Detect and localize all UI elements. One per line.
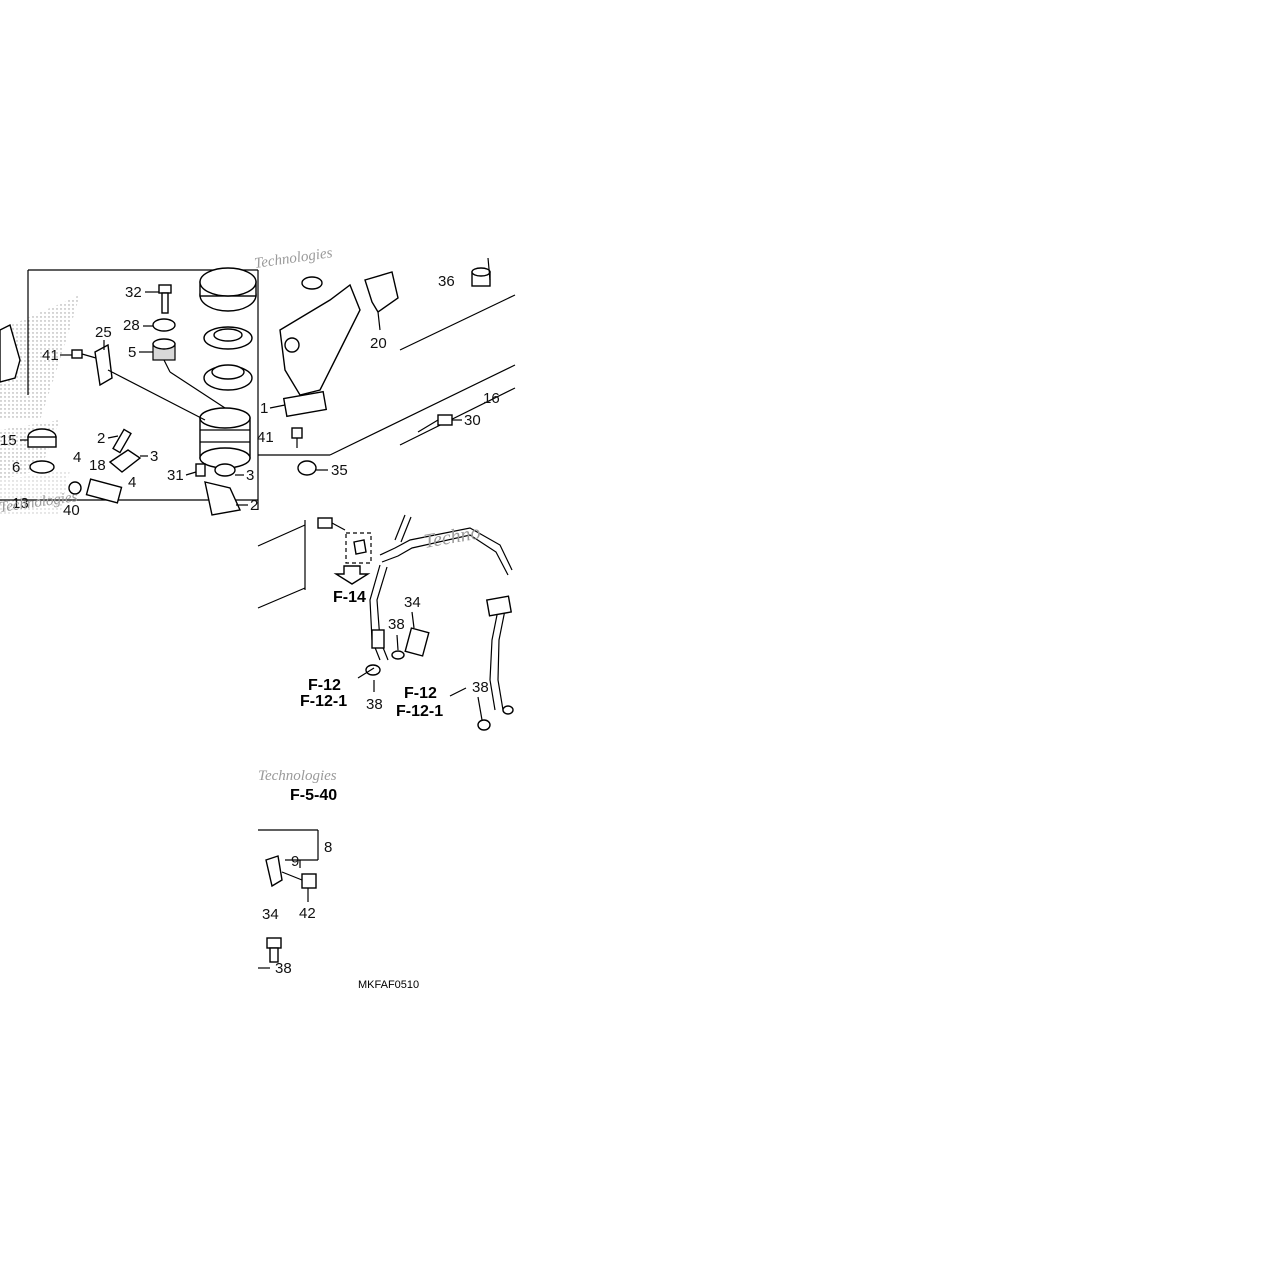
part-number: 16 bbox=[483, 390, 500, 407]
part-number: 38 bbox=[275, 960, 292, 977]
part-number: 42 bbox=[299, 905, 316, 922]
part-number: 41 bbox=[257, 429, 274, 446]
part-number: 5 bbox=[128, 344, 136, 361]
brake-hose-assembly bbox=[317, 514, 514, 731]
watermark-text: Technologies bbox=[258, 768, 337, 784]
ref-f5-40: F-5-40 bbox=[290, 787, 337, 804]
part-number-labels: 32 28 25 5 41 1 41 15 2 3 4 18 6 31 3 4 … bbox=[0, 273, 500, 977]
part-number: 25 bbox=[95, 324, 112, 341]
part-number: 3 bbox=[246, 467, 254, 484]
part-number: 6 bbox=[12, 459, 20, 476]
part-number: 30 bbox=[464, 412, 481, 429]
part-number: 31 bbox=[167, 467, 184, 484]
part-number: 20 bbox=[370, 335, 387, 352]
ref-f14: F-14 bbox=[333, 589, 366, 606]
part-number: 9 bbox=[291, 853, 299, 870]
reservoir-assembly bbox=[199, 267, 257, 469]
part-number: 2 bbox=[250, 497, 258, 514]
left-lever-bracket bbox=[0, 323, 21, 383]
reference-callouts: F-14 F-12 F-12-1 F-12 F-12-1 F-5-40 bbox=[290, 589, 443, 804]
hardware-parts bbox=[27, 267, 491, 516]
part-number: 3 bbox=[150, 448, 158, 465]
part-number: 32 bbox=[125, 284, 142, 301]
ref-f12-1-left: F-12-1 bbox=[300, 693, 347, 710]
part-number: 8 bbox=[324, 839, 332, 856]
leader-lines bbox=[20, 257, 491, 902]
part-number: 13 bbox=[12, 495, 29, 512]
part-number: 38 bbox=[366, 696, 383, 713]
part-number: 2 bbox=[97, 430, 105, 447]
switch-assembly bbox=[258, 855, 317, 969]
part-number: 1 bbox=[260, 400, 268, 417]
part-number: 18 bbox=[89, 457, 106, 474]
part-number: 28 bbox=[123, 317, 140, 334]
ref-f12-right: F-12 bbox=[404, 685, 437, 702]
ref-f12-1-right: F-12-1 bbox=[396, 703, 443, 720]
part-number: 41 bbox=[42, 347, 59, 364]
part-number: 4 bbox=[128, 474, 136, 491]
part-number: 34 bbox=[404, 594, 421, 611]
watermark-text: Techno bbox=[422, 521, 482, 553]
diagram-code: MKFAF0510 bbox=[358, 979, 419, 991]
part-number: 38 bbox=[388, 616, 405, 633]
part-number: 35 bbox=[331, 462, 348, 479]
ref-f12-left: F-12 bbox=[308, 677, 341, 694]
watermark-text: Technologies bbox=[253, 245, 333, 272]
part-number: 38 bbox=[472, 679, 489, 696]
part-number: 15 bbox=[0, 432, 17, 449]
part-number: 34 bbox=[262, 906, 279, 923]
part-number: 36 bbox=[438, 273, 455, 290]
frame-lines bbox=[0, 269, 516, 861]
stipple-background bbox=[0, 295, 80, 515]
part-number: 40 bbox=[63, 502, 80, 519]
part-number: 4 bbox=[73, 449, 81, 466]
